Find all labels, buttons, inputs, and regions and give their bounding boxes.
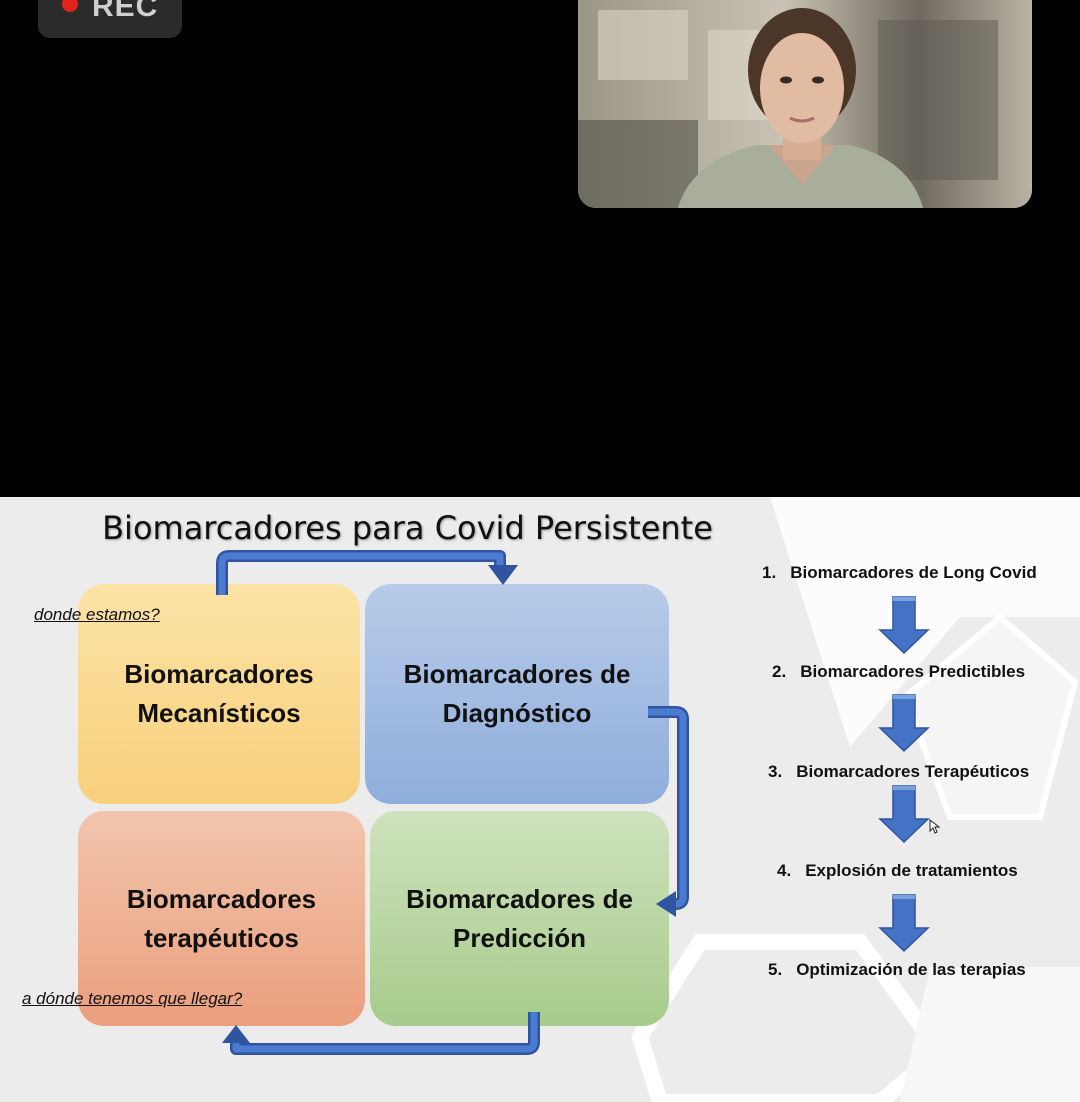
quadrant-line: Biomarcadores de	[403, 659, 631, 689]
quadrant-prediccion: Biomarcadores de Predicción	[370, 811, 669, 1026]
step-item: 4. Explosión de tratamientos	[777, 861, 1018, 881]
step-item: 3. Biomarcadores Terapéuticos	[768, 762, 1029, 782]
step-number: 3.	[768, 762, 783, 781]
arrow-head-icon	[488, 565, 518, 585]
step-label: Biomarcadores Predictibles	[800, 662, 1026, 681]
slide-title: Biomarcadores para Covid Persistente	[102, 509, 713, 547]
quadrant-diagnostico: Biomarcadores de Diagnóstico	[365, 584, 669, 804]
quadrant-mecanisticos: Biomarcadores Mecanísticos	[78, 584, 360, 804]
quadrant-line: Diagnóstico	[442, 698, 592, 728]
quadrant-line: Mecanísticos	[137, 698, 301, 728]
quadrant-line: Predicción	[453, 922, 586, 953]
note-goal: a dónde tenemos que llegar?	[22, 989, 243, 1008]
step-number: 4.	[777, 861, 792, 880]
hexagon-background	[631, 497, 1080, 1102]
recording-indicator: REC	[38, 0, 182, 38]
arrow-head-icon	[656, 891, 676, 917]
quadrant-line: terapéuticos	[144, 922, 299, 953]
cycle-arrows	[216, 550, 689, 1055]
quadrant-line: Biomarcadores	[124, 659, 314, 689]
participant-video[interactable]	[578, 0, 1032, 208]
quadrant-line: Biomarcadores	[126, 883, 317, 914]
step-arrows	[878, 596, 930, 953]
step-number: 1.	[762, 563, 777, 582]
step-label: Explosión de tratamientos	[805, 861, 1018, 880]
quadrant-terapeuticos: Biomarcadores terapéuticos	[78, 811, 365, 1026]
step-item: 2. Biomarcadores Predictibles	[772, 662, 1025, 682]
down-arrow-icon	[878, 785, 930, 844]
down-arrow-icon	[878, 694, 930, 753]
down-arrow-icon	[878, 894, 930, 953]
quadrant-line: Biomarcadores de	[406, 883, 633, 914]
mouse-cursor-icon	[929, 819, 941, 834]
presentation-slide: Biomarcadores para Covid Persistente Bio…	[0, 497, 1080, 1102]
step-item: 5. Optimización de las terapias	[768, 960, 1026, 980]
note-current-state: donde estamos?	[34, 605, 160, 624]
step-number: 2.	[772, 662, 787, 681]
step-item: 1. Biomarcadores de Long Covid	[762, 563, 1037, 583]
step-label: Biomarcadores Terapéuticos	[796, 762, 1030, 781]
down-arrow-icon	[878, 596, 930, 655]
step-label: Optimización de las terapias	[796, 960, 1026, 979]
step-label: Biomarcadores de Long Covid	[790, 563, 1037, 582]
record-dot-icon	[62, 0, 78, 12]
step-number: 5.	[768, 960, 783, 979]
arrow-head-icon	[222, 1025, 250, 1043]
participant-video-frame	[578, 0, 1032, 208]
recording-label: REC	[92, 0, 159, 23]
